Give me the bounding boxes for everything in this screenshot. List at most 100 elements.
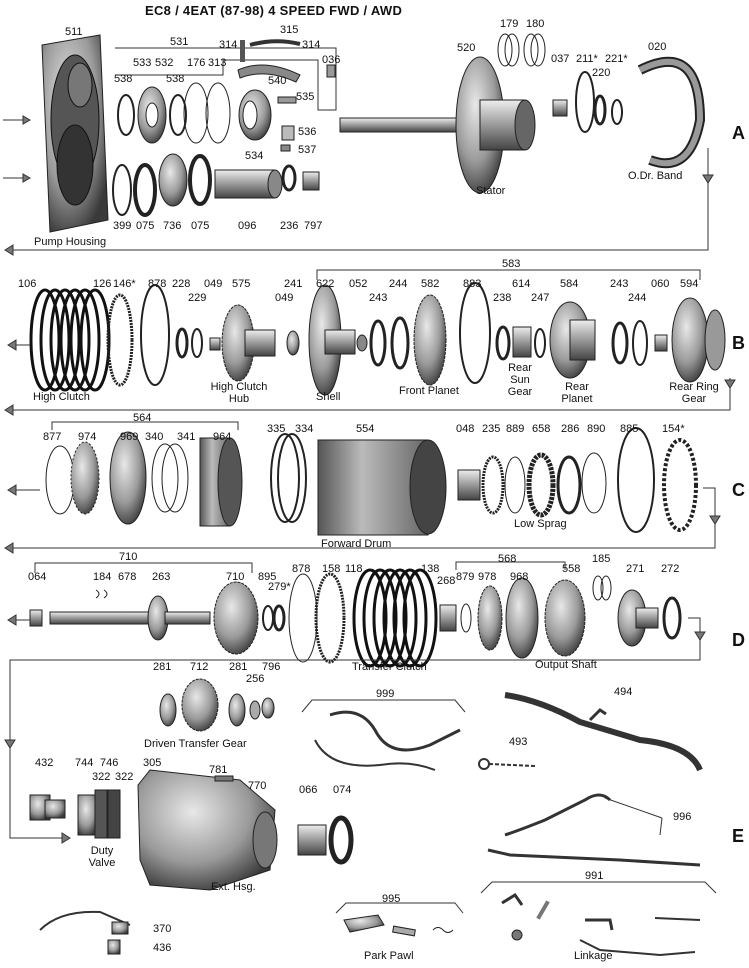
part-number: 243 <box>369 292 388 304</box>
part-number: 020 <box>648 41 667 53</box>
part-number: 052 <box>349 278 368 290</box>
part-number: 243 <box>610 278 629 290</box>
section-label-e: E <box>732 826 745 846</box>
parts-564-group <box>45 431 243 527</box>
part-number: 536 <box>298 126 317 138</box>
part-number: 531 <box>170 36 189 48</box>
part-number: 558 <box>562 563 581 575</box>
part-number: 281 <box>229 661 248 673</box>
part-number: 236 <box>280 220 299 232</box>
part-number: 995 <box>382 893 401 905</box>
duty-valve <box>29 789 121 839</box>
part-number: 974 <box>78 431 97 443</box>
part-number: 118 <box>345 563 363 575</box>
group-bracket-995 <box>335 902 464 914</box>
section-label-a: A <box>732 123 745 143</box>
part-number: 584 <box>560 278 579 290</box>
caption-stator: Stator <box>476 185 506 197</box>
group-bracket-564 <box>51 421 239 430</box>
part-number: 064 <box>28 571 47 583</box>
part-number: 185 <box>592 553 611 565</box>
part-number: 241 <box>284 278 303 290</box>
part-number: 678 <box>118 571 137 583</box>
part-number: 370 <box>153 923 172 935</box>
part-number: 247 <box>531 292 550 304</box>
part-number: 534 <box>245 150 264 162</box>
caption-high-clutch: High Clutch <box>33 391 90 403</box>
flow-line-a <box>12 148 709 251</box>
section-label-c: C <box>732 480 745 500</box>
part-number: 037 <box>551 53 570 65</box>
stator-input-shaft <box>339 56 536 194</box>
caption-forward-drum: Forward Drum <box>321 538 392 550</box>
part-number: 797 <box>304 220 323 232</box>
part-number: 583 <box>502 258 521 270</box>
shell-front-planet <box>308 282 546 396</box>
caption-park-pawl: Park Pawl <box>364 950 414 962</box>
part-number: 878 <box>148 278 167 290</box>
part-number: 999 <box>376 688 395 700</box>
part-number: 060 <box>651 278 670 290</box>
shift-rod-996 <box>487 793 701 867</box>
part-number: 996 <box>673 811 692 823</box>
part-number: 322 <box>92 771 111 783</box>
part-number: 256 <box>246 673 265 685</box>
part-number: 710 <box>119 551 138 563</box>
part-number: 074 <box>333 784 352 796</box>
part-number: 281 <box>153 661 172 673</box>
part-number: 106 <box>18 278 37 290</box>
part-number: 229 <box>188 292 207 304</box>
caption-line: Planet <box>561 393 593 405</box>
part-number: 575 <box>232 278 251 290</box>
part-number: 268 <box>437 575 456 587</box>
caption-pump-housing: Pump Housing <box>34 236 107 248</box>
caption-shell: Shell <box>316 391 341 403</box>
group-bracket-568 <box>455 561 566 570</box>
forward-drum <box>270 433 447 536</box>
part-number: 594 <box>680 278 699 290</box>
caption-line: Valve <box>88 857 116 869</box>
part-number: 436 <box>153 942 172 954</box>
caption-output-shaft: Output Shaft <box>535 659 597 671</box>
part-number: 879 <box>456 571 475 583</box>
part-number: 537 <box>298 144 317 156</box>
part-number: 533 <box>133 57 152 69</box>
part-number: 622 <box>316 278 335 290</box>
flow-line-d <box>9 617 701 839</box>
high-clutch-hub <box>221 304 300 382</box>
part-number: 179 <box>500 18 519 30</box>
group-bracket-531 <box>115 47 337 111</box>
part-number: 334 <box>295 423 314 435</box>
part-number: 878 <box>292 563 311 575</box>
part-number: 341 <box>177 431 196 443</box>
part-number: 532 <box>155 57 174 69</box>
part-number: 049 <box>204 278 223 290</box>
park-pawl <box>343 914 454 937</box>
caption-line: Hub <box>228 393 250 405</box>
part-number: 244 <box>389 278 408 290</box>
low-sprag-group <box>457 427 698 533</box>
part-number: 146* <box>113 278 136 290</box>
caption-linkage: Linkage <box>574 950 613 962</box>
part-number: 538 <box>166 73 185 85</box>
transfer-drive-shaft <box>29 581 286 655</box>
sensor-370-436 <box>39 910 131 955</box>
part-number: 511 <box>65 26 83 38</box>
caption-line: Gear <box>681 393 707 405</box>
parts-531-group <box>117 39 336 152</box>
harness-999 <box>314 710 461 771</box>
group-bracket-991 <box>480 881 717 894</box>
tube-494 <box>504 692 703 772</box>
part-number: 340 <box>145 431 164 443</box>
caption-line: Rear <box>508 362 532 374</box>
part-number: 493 <box>509 736 528 748</box>
caption-line: Sun <box>510 374 530 386</box>
part-number: 184 <box>93 571 112 583</box>
part-number: 244 <box>628 292 647 304</box>
part-number: 305 <box>143 757 162 769</box>
part-number: 895 <box>258 571 277 583</box>
part-number: 314 <box>219 39 238 51</box>
